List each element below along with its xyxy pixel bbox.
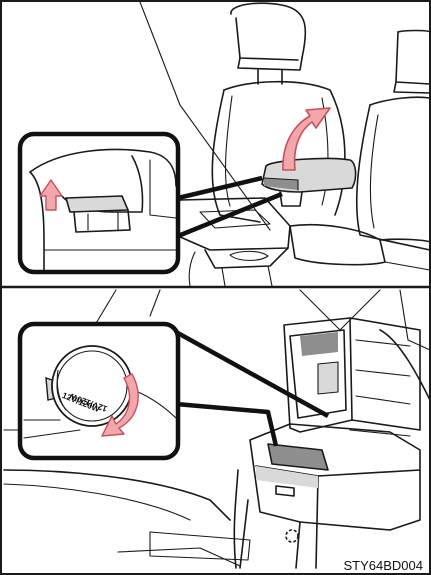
callout-line-bottom-2	[176, 404, 276, 446]
outlet-location-marker	[286, 530, 298, 542]
inset-lever-detail	[20, 134, 178, 272]
callout-line-top-1	[178, 178, 262, 198]
top-panel-scene	[140, 2, 430, 286]
figure-code: STY64BD004	[344, 558, 424, 573]
inset-outlet-cap-detail: 12V/120W 12V/120W	[20, 324, 178, 458]
